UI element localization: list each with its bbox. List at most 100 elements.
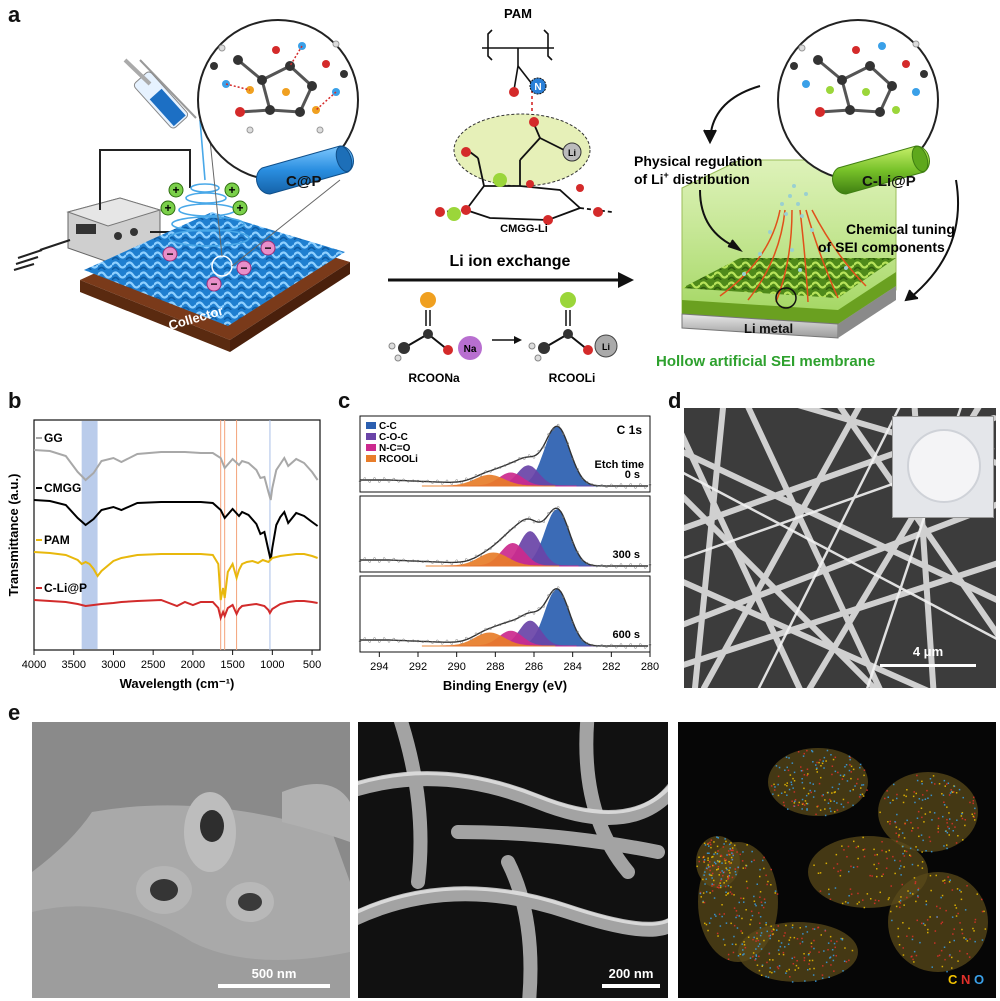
eds-signal-dot [765, 975, 767, 978]
eds-signal-dot [716, 869, 718, 871]
eds-signal-dot [732, 849, 734, 852]
eds-signal-dot [966, 885, 968, 887]
eds-signal-dot [862, 836, 864, 839]
eds-label-o: O [974, 972, 985, 987]
eds-signal-dot [921, 851, 923, 853]
eds-signal-dot [709, 892, 711, 894]
eds-signal-dot [778, 766, 781, 769]
eds-signal-dot [946, 970, 948, 973]
eds-signal-dot [951, 822, 953, 825]
eds-signal-dot [723, 882, 725, 884]
eds-signal-dot [806, 803, 809, 805]
xps-data-point [552, 509, 555, 513]
eds-signal-dot [831, 765, 834, 767]
panel-label-b: b [8, 388, 22, 413]
eds-signal-dot [801, 778, 803, 780]
xps-etch-label: 600 s [612, 629, 640, 641]
eds-signal-dot [790, 781, 792, 783]
eds-signal-dot [889, 802, 892, 804]
eds-signal-dot [770, 925, 772, 927]
eds-signal-dot [771, 930, 773, 932]
eds-signal-dot [886, 790, 888, 792]
eds-signal-dot [711, 885, 713, 887]
eds-signal-dot [733, 935, 735, 938]
eds-signal-dot [925, 903, 928, 906]
eds-signal-dot [942, 815, 944, 818]
eds-signal-dot [863, 906, 866, 909]
eds-signal-dot [713, 879, 715, 882]
eds-signal-dot [724, 859, 726, 862]
eds-signal-dot [703, 860, 705, 863]
eds-signal-dot [785, 970, 788, 972]
eds-signal-dot [923, 821, 925, 823]
eds-signal-dot [788, 968, 790, 971]
eds-signal-dot [931, 781, 933, 784]
xps-data-point [378, 640, 381, 643]
eds-signal-dot [890, 885, 892, 887]
xps-data-point [494, 624, 497, 627]
xps-data-point [489, 470, 492, 473]
xps-data-point [552, 428, 555, 431]
eds-signal-dot [735, 916, 737, 919]
eds-signal-dot [942, 794, 945, 796]
eds-signal-dot [849, 888, 852, 890]
eds-signal-dot [889, 820, 891, 823]
eds-signal-dot [821, 762, 824, 765]
eds-signal-dot [824, 930, 827, 932]
eds-signal-dot [767, 880, 769, 883]
eds-signal-dot [773, 970, 776, 973]
eds-signal-dot [787, 808, 789, 810]
eds-signal-dot [859, 766, 861, 769]
eds-signal-dot [895, 832, 897, 834]
eds-signal-dot [936, 916, 938, 918]
xps-data-point [648, 563, 652, 567]
eds-signal-dot [839, 774, 842, 777]
eds-signal-dot [833, 942, 836, 945]
eds-signal-dot [857, 857, 859, 860]
eds-signal-dot [751, 850, 753, 853]
eds-signal-dot [706, 852, 709, 854]
eds-signal-dot [841, 939, 844, 941]
xps-data-point [610, 643, 613, 647]
xps-data-point [436, 639, 439, 643]
xps-data-point [532, 456, 536, 459]
eds-signal-dot [771, 971, 773, 974]
xps-data-point [469, 559, 473, 562]
eds-signal-dot [802, 933, 804, 935]
xps-data-point [634, 566, 637, 569]
eds-signal-dot [817, 926, 820, 929]
eds-signal-dot [809, 968, 811, 970]
eds-signal-dot [961, 812, 964, 814]
eds-signal-dot [829, 957, 831, 959]
tem-image-hollow-fibers: 200 nm [358, 722, 668, 998]
xps-data-point [619, 483, 623, 486]
eds-signal-dot [820, 776, 822, 779]
eds-signal-dot [814, 790, 816, 792]
eds-signal-dot [702, 900, 704, 903]
eds-signal-dot [817, 805, 819, 807]
physical-regulation-line1: Physical regulation [634, 153, 762, 169]
eds-signal-dot [896, 793, 898, 796]
eds-signal-dot [844, 947, 846, 949]
eds-signal-dot [783, 804, 785, 807]
eds-signal-dot [759, 896, 761, 898]
wire-top [99, 149, 191, 210]
eds-signal-dot [727, 875, 730, 877]
eds-signal-dot [815, 813, 817, 816]
eds-signal-dot [857, 845, 859, 848]
eds-signal-dot [752, 955, 754, 958]
eds-signal-dot [790, 783, 793, 786]
xps-data-point [445, 559, 449, 563]
eds-signal-dot [900, 865, 902, 867]
eds-signal-dot [703, 901, 706, 904]
eds-signal-dot [904, 823, 906, 825]
eds-signal-dot [711, 890, 714, 892]
eds-signal-dot [803, 787, 805, 790]
eds-signal-dot [825, 961, 828, 964]
xps-data-point [527, 454, 531, 457]
eds-signal-dot [803, 752, 805, 755]
eds-signal-dot [831, 792, 833, 794]
pam-nitrogen-icon [529, 77, 547, 95]
eds-signal-dot [903, 866, 905, 868]
eds-signal-dot [815, 768, 818, 770]
